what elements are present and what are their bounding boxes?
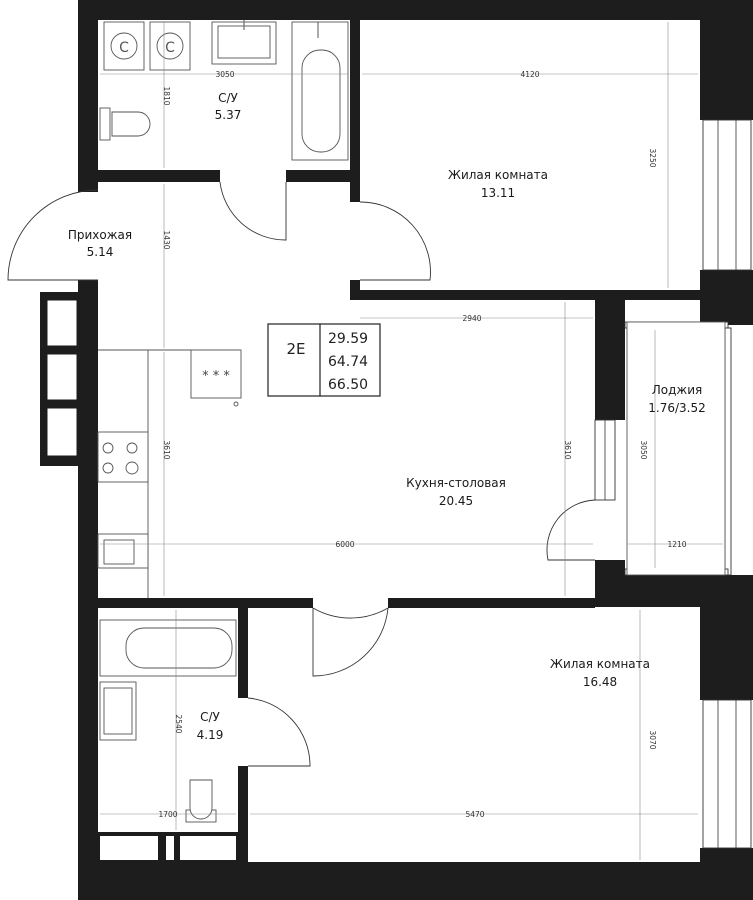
dim-4120: 4120 (520, 70, 539, 79)
dim-1700: 1700 (158, 810, 177, 819)
kitchen-name: Кухня-столовая (406, 476, 506, 490)
windows (40, 119, 752, 862)
dim-6000: 6000 (335, 540, 354, 549)
dim-1430: 1430 (162, 230, 171, 249)
dim-3250: 3250 (648, 148, 657, 167)
dim-5470: 5470 (465, 810, 484, 819)
svg-text:C: C (165, 40, 175, 56)
dim-3610-right: 3610 (563, 440, 572, 459)
apartment-type: 2E (286, 340, 305, 358)
hallway-name: Прихожая (68, 228, 132, 242)
loggia-name: Лоджия (652, 383, 703, 397)
dim-3610-left: 3610 (162, 440, 171, 459)
room-labels: С/У 5.37 Жилая комната 13.11 Прихожая 5.… (68, 91, 706, 742)
doors (7, 181, 596, 767)
badge-area-2: 64.74 (328, 354, 368, 370)
dimension-lines (100, 22, 723, 860)
walls (78, 0, 753, 900)
living-bottom-name: Жилая комната (550, 657, 650, 671)
living-top-area: 13.11 (481, 186, 515, 200)
living-bottom-area: 16.48 (583, 675, 617, 689)
bathroom-bottom-area: 4.19 (197, 728, 224, 742)
hallway-area: 5.14 (87, 245, 114, 259)
dim-1210: 1210 (667, 540, 686, 549)
svg-text:C: C (119, 40, 129, 56)
bathroom-bottom-fixtures (99, 619, 237, 823)
apartment-badge: 2E 29.59 64.74 66.50 (267, 323, 381, 397)
dim-3050-top: 3050 (215, 70, 234, 79)
dimension-labels: 3050 1810 4120 3250 1430 2940 3610 3610 … (158, 70, 686, 819)
dim-2540: 2540 (174, 714, 183, 733)
badge-area-1: 29.59 (328, 331, 368, 347)
living-top-name: Жилая комната (448, 168, 548, 182)
bathroom-top-name: С/У (218, 91, 238, 105)
kitchen-fixtures (97, 349, 242, 598)
hob-label: * * * (202, 369, 230, 384)
badge-area-3: 66.50 (328, 377, 368, 393)
bathroom-bottom-name: С/У (200, 710, 220, 724)
bathroom-top-area: 5.37 (215, 108, 242, 122)
loggia-area: 1.76/3.52 (648, 401, 705, 415)
dim-3070: 3070 (648, 730, 657, 749)
dim-2940: 2940 (462, 314, 481, 323)
dim-1810: 1810 (162, 86, 171, 105)
bathroom-top-fixtures: C C (99, 20, 349, 161)
dim-3050-loggia: 3050 (639, 440, 648, 459)
kitchen-area: 20.45 (439, 494, 473, 508)
